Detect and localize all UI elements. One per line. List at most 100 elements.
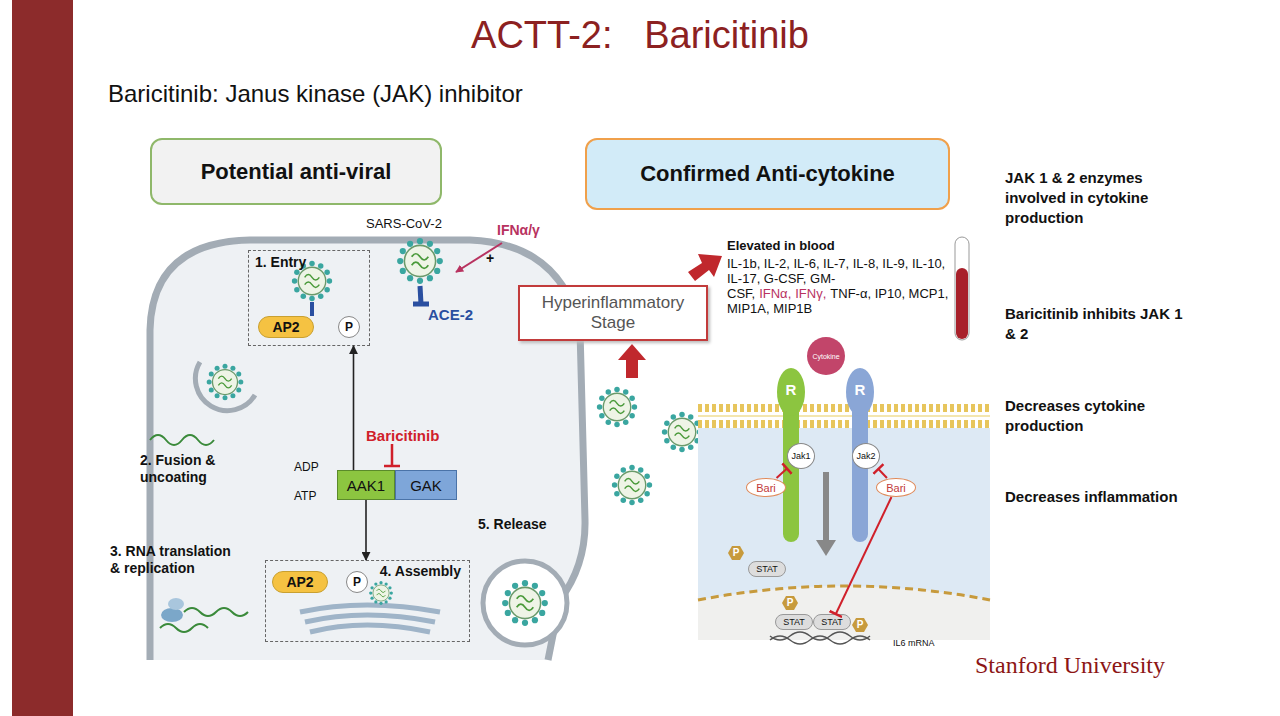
stage-box: Hyperinflammatory Stage — [518, 285, 708, 341]
node-text: GAK — [410, 477, 442, 494]
category-box: Potential anti-viral — [150, 138, 442, 205]
kinase-box: GAK — [395, 470, 457, 500]
step-label: 3. RNA translation & replication — [110, 543, 235, 577]
phosphate — [728, 546, 744, 560]
node-text: Cytokine — [812, 353, 839, 360]
release-vesicle — [483, 561, 567, 645]
phosphate-circle: P — [346, 571, 368, 593]
virus — [662, 412, 702, 452]
jak-oval: Jak2 — [852, 443, 880, 469]
membrane — [698, 420, 990, 428]
virus — [502, 580, 548, 626]
node-text: P — [345, 320, 353, 334]
nuclear-envelope — [698, 586, 990, 600]
connector-line — [777, 469, 787, 478]
node-text: Potential anti-viral — [201, 159, 392, 185]
phosphate-label: P — [852, 618, 868, 632]
step-box: 1. EntryAP2P — [248, 250, 370, 346]
cytokine-circle: Cytokine — [807, 337, 845, 375]
institution-label: Stanford University — [975, 652, 1165, 679]
phosphate-label: P — [782, 596, 798, 610]
red-arrow — [618, 344, 646, 378]
receptor-label: R — [852, 382, 868, 398]
blood-tube — [955, 237, 969, 340]
node-text: P — [353, 575, 361, 589]
molecule-label: ATP — [294, 489, 316, 503]
dna — [770, 632, 870, 644]
connector — [777, 469, 787, 478]
connector-line — [836, 497, 892, 614]
drug-oval: Bari — [746, 478, 786, 497]
viral-rna — [160, 624, 208, 632]
node-text: STAT — [756, 564, 778, 574]
note: JAK 1 & 2 enzymes involved in cytokine p… — [1005, 168, 1185, 228]
signal-arrow — [823, 472, 829, 540]
connector — [366, 500, 367, 560]
node-text: Bari — [886, 482, 906, 494]
protein-oval: AP2 — [272, 571, 328, 593]
gene-label: IL6 mRNA — [893, 638, 935, 648]
receptor-chain — [777, 368, 805, 416]
category-box: Confirmed Anti-cytokine — [585, 138, 950, 210]
node-text: AP2 — [286, 574, 313, 590]
assembling-virus — [369, 581, 393, 605]
note: Decreases cytokine production — [1005, 396, 1185, 436]
stat-oval: STAT — [775, 614, 813, 630]
node-text: AP2 — [272, 319, 299, 335]
connector-line — [365, 500, 367, 560]
ribosome — [168, 598, 184, 610]
protein-oval: AP2 — [258, 316, 314, 338]
slide-title: ACTT-2: Baricitinib — [0, 14, 1280, 57]
red-arrow — [688, 254, 722, 281]
inhibition-bar — [384, 444, 400, 466]
connector-line — [878, 469, 887, 478]
cytokine-list-item: IFNγ, — [795, 286, 826, 301]
step-box: 4. AssemblyAP2P — [265, 560, 470, 642]
receptor-label: ACE-2 — [428, 306, 473, 323]
node-text: Jak2 — [856, 451, 875, 461]
viral-rna — [150, 435, 214, 445]
phosphate — [782, 596, 798, 610]
list-heading: Elevated in blood — [727, 238, 835, 253]
cytokine-list-item: IFNα, — [759, 286, 791, 301]
phosphate-circle: P — [338, 316, 360, 338]
virus — [207, 364, 244, 401]
cytokine-list: IL-1b, IL-2, IL-6, IL-7, IL-8, IL-9, IL-… — [727, 256, 955, 316]
subtitle: Baricitinib: Janus kinase (JAK) inhibito… — [108, 80, 523, 108]
connector — [878, 469, 887, 478]
side-bar — [12, 0, 73, 716]
node-text: AAK1 — [347, 477, 385, 494]
receptor-label: R — [783, 382, 799, 398]
node-text: STAT — [783, 617, 805, 627]
connector-line — [353, 346, 355, 470]
golgi — [300, 605, 440, 632]
blood — [956, 268, 968, 339]
membrane — [698, 415, 990, 417]
connector — [836, 497, 892, 614]
receptor-chain — [846, 368, 874, 416]
ribosome — [161, 608, 183, 622]
drug-label: Baricitinib — [366, 427, 439, 444]
node-text: Jak1 — [791, 451, 810, 461]
ifn-arrow — [456, 243, 502, 272]
virus-label: SARS-CoV-2 — [366, 216, 442, 231]
cytoplasm — [698, 428, 990, 640]
molecule-label: ADP — [294, 460, 319, 474]
cytokine-label: IFNα/γ — [497, 222, 540, 238]
node-text: Confirmed Anti-cytokine — [640, 161, 895, 187]
receptor — [310, 302, 314, 316]
jak-oval: Jak1 — [787, 443, 815, 469]
virus — [612, 465, 652, 505]
viral-rna — [184, 608, 248, 616]
note: Baricitinib inhibits JAK 1 & 2 — [1005, 304, 1185, 344]
stat-oval: STAT — [813, 614, 851, 630]
node-text: Hyperinflammatory Stage — [520, 293, 706, 333]
drug-oval: Bari — [876, 478, 916, 497]
node-text: Bari — [756, 482, 776, 494]
phosphate — [852, 618, 868, 632]
note: Decreases inflammation — [1005, 487, 1245, 507]
connector — [353, 346, 354, 470]
